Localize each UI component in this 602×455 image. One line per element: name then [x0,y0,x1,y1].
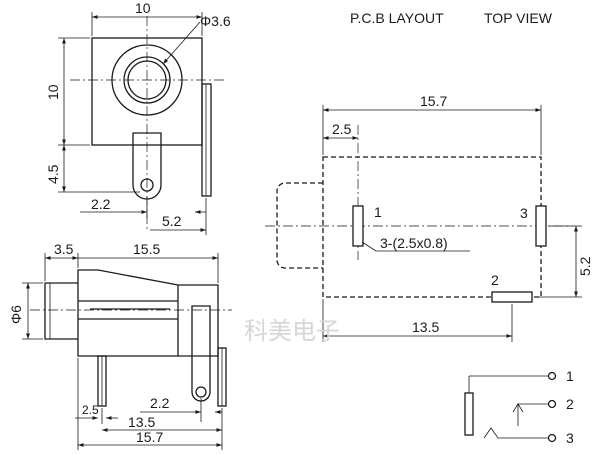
terminal-3 [547,433,557,443]
pad-1 [352,205,364,247]
pad-label-1: 1 [374,204,382,220]
pad-label-2: 2 [491,272,499,288]
dim-side-bottom-pin: 2.5 [82,403,99,417]
dim-side-front-len: 3.5 [54,241,74,257]
dim-front-lower: 4.5 [45,164,61,184]
watermark: 科美电子 [244,317,340,345]
terminal-label-1: 1 [566,368,574,384]
pcb-layout-heading: P.C.B LAYOUT [350,10,444,26]
dim-front-pin-right: 5.2 [162,213,182,229]
dim-hole-diameter: Φ3.6 [200,13,231,29]
side-view: 3.5 15.5 Φ6 2.5 2.2 13.5 15.7 [8,241,232,450]
pad-label-3: 3 [520,205,528,221]
terminal-1 [547,371,557,381]
dim-front-width: 10 [135,0,151,16]
pad-2 [491,291,533,303]
dim-side-diameter: Φ6 [8,305,24,324]
terminal-label-2: 2 [566,396,574,412]
terminal-2 [547,399,557,409]
dim-pcb-length: 13.5 [412,319,439,335]
dim-side-pin-gap: 2.2 [150,395,170,411]
schematic: 1 2 3 [464,368,574,446]
front-view: 10 Φ3.6 10 4.5 2.2 5.2 [45,0,231,235]
dim-side-body-len: 15.5 [133,241,160,257]
dim-side-span: 13.5 [128,414,155,430]
dim-pad-size: 3-(2.5x0.8) [380,235,448,251]
dim-pcb-pad-spacing: 5.2 [577,256,593,276]
dim-front-pin-offset: 2.2 [91,196,111,212]
pad-3 [535,205,547,247]
dim-side-total: 15.7 [136,429,163,445]
dim-pcb-total: 15.7 [420,93,447,109]
terminal-label-3: 3 [566,430,574,446]
dim-front-height: 10 [45,84,61,100]
pcb-layout: 1 3 2 3-(2.5x0.8) 15.7 2.5 5.2 13.5 [265,93,593,342]
dim-pcb-offset: 2.5 [332,121,352,137]
top-view-heading: TOP VIEW [484,10,553,26]
